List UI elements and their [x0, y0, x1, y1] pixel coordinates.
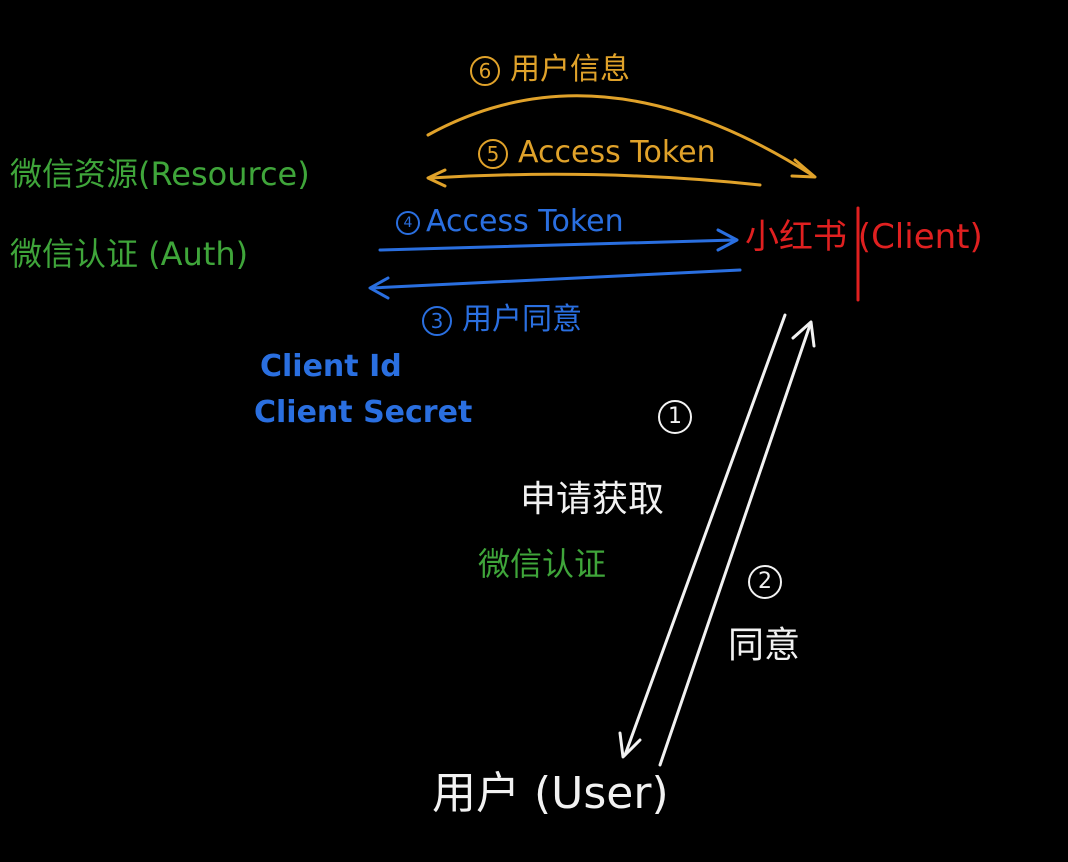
client-node: 小红书 (Client): [745, 217, 983, 257]
step5-number: 5: [478, 138, 508, 169]
client-secret-label: Client Secret: [254, 395, 473, 430]
arrowhead-step4: [716, 228, 739, 252]
step3-text: 用户同意: [462, 302, 582, 337]
user-node: 用户 (User): [432, 768, 669, 819]
step6-text: 用户信息: [510, 52, 630, 87]
step3-number: 3: [422, 305, 452, 336]
step2-marker: 2: [748, 565, 792, 599]
arrowhead-step3: [368, 276, 390, 300]
arrow-step3-user-consent: [370, 268, 742, 290]
step4-text: Access Token: [426, 204, 624, 239]
step2-number: 2: [748, 565, 782, 599]
arrowhead-step6: [790, 158, 817, 179]
arrow-step1-request: [623, 313, 787, 757]
arrow-step2-consent: [658, 323, 812, 767]
step1-text: 申请获取: [520, 479, 665, 520]
step6-number: 6: [470, 55, 500, 86]
step5-label: 5 Access Token: [478, 138, 716, 169]
step1-marker: 1: [658, 400, 702, 434]
step1-number: 1: [658, 400, 692, 434]
step4-number: 4: [396, 210, 420, 235]
arrowhead-step5: [426, 168, 447, 188]
step2-text: 同意: [728, 625, 801, 666]
arrowhead-step1: [618, 731, 642, 759]
client-id-label: Client Id: [260, 349, 402, 384]
step5-text: Access Token: [518, 135, 716, 170]
arrowhead-step2: [791, 320, 816, 348]
resource-node: 微信资源(Resource): [10, 155, 310, 193]
step3-label: 3 用户同意: [422, 305, 582, 336]
step1-subject-text: 微信认证: [478, 545, 607, 583]
auth-node: 微信认证 (Auth): [10, 235, 249, 273]
arrow-step4-access-token: [378, 238, 737, 252]
arrow-step6-userinfo: [426, 94, 814, 177]
step6-label: 6 用户信息: [470, 55, 630, 86]
arrow-step5-access-token: [428, 172, 762, 187]
